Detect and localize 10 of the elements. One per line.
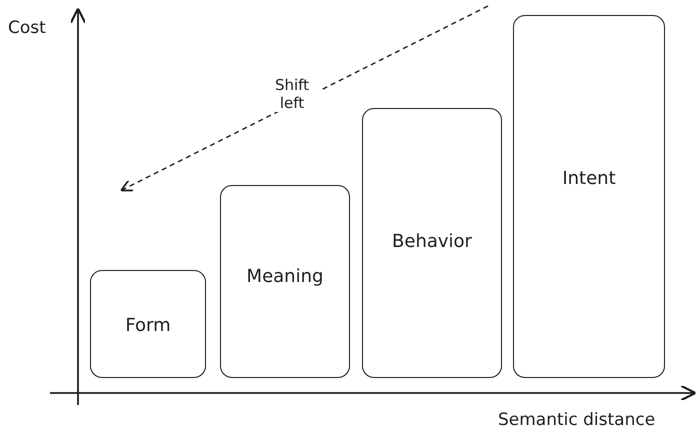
stage-label: Intent (561, 168, 617, 189)
stage-box (513, 15, 665, 378)
stage-label: Meaning (246, 266, 324, 287)
stage-box (220, 185, 350, 378)
axis-title: Semantic distance (498, 410, 656, 430)
stage-label: Behavior (391, 231, 473, 252)
stage-box (90, 270, 206, 378)
stage-box (362, 108, 502, 378)
axis-title: Cost (8, 18, 46, 38)
stage-label: Form (124, 315, 172, 336)
